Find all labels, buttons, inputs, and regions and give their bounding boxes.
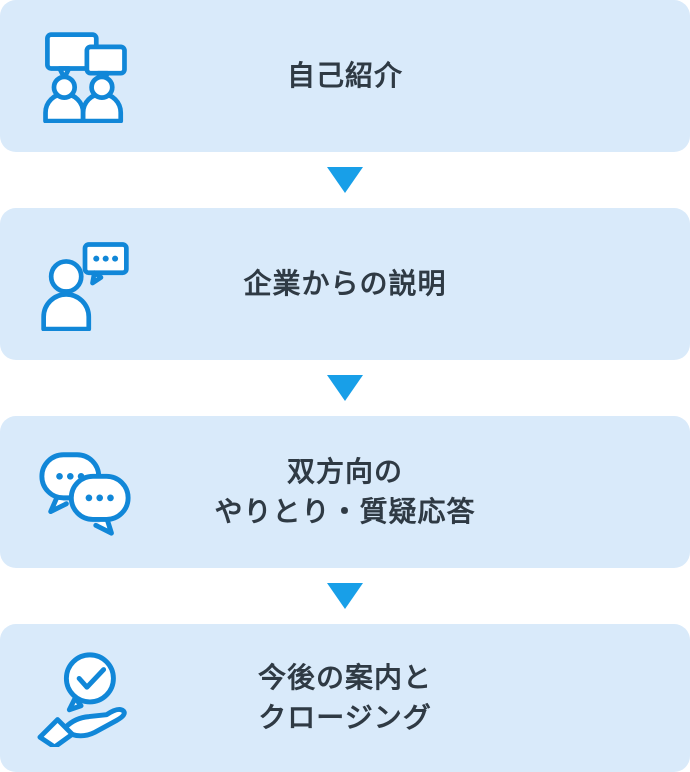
arrow-gap [0, 568, 690, 624]
step-label-line: 今後の案内と [257, 661, 432, 693]
down-arrow-icon [327, 375, 363, 401]
arrow-gap [0, 152, 690, 208]
step-label-line: 自己紹介 [286, 59, 403, 91]
step-label: 双方向の やりとり・質疑応答 [214, 452, 475, 532]
step-label-line: やりとり・質疑応答 [214, 496, 476, 527]
hand-check-icon [36, 648, 134, 748]
people-chat-icon [36, 26, 134, 126]
step-two-way-qa: 双方向の やりとり・質疑応答 [0, 416, 690, 568]
step-company-explanation: 企業からの説明 [0, 208, 690, 360]
step-label: 企業からの説明 [243, 264, 446, 304]
step-self-introduction: 自己紹介 [0, 0, 690, 152]
step-label-line: 企業からの説明 [243, 267, 447, 299]
step-label-line: クロージング [258, 702, 432, 733]
down-arrow-icon [327, 583, 363, 609]
person-speech-icon [36, 234, 134, 334]
arrow-gap [0, 360, 690, 416]
step-label-line: 双方向の [286, 455, 403, 487]
chat-bubbles-icon [36, 442, 134, 542]
down-arrow-icon [327, 167, 363, 193]
step-label: 今後の案内と クロージング [258, 658, 432, 738]
step-guidance-closing: 今後の案内と クロージング [0, 624, 690, 772]
step-label: 自己紹介 [287, 56, 403, 96]
